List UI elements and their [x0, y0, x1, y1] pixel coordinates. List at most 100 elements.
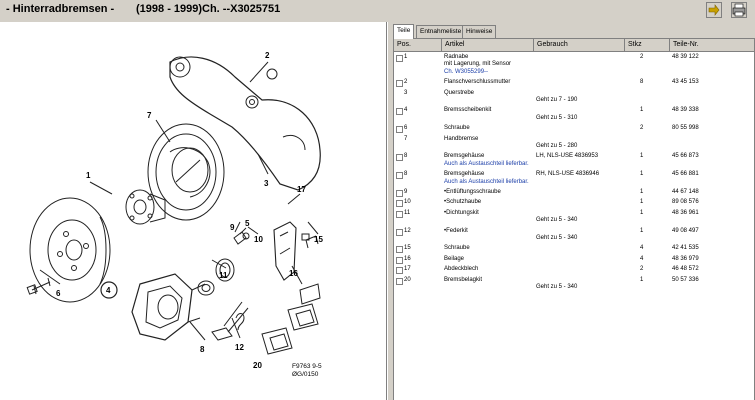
cell-teile-nr: 44 67 148 — [672, 188, 699, 195]
row-checkbox[interactable] — [396, 246, 403, 254]
cell-teile-nr: 48 36 979 — [672, 255, 699, 262]
callout-4: 4 — [106, 286, 111, 295]
cell-artikel: Handbremse — [444, 135, 479, 142]
tab-hinweise[interactable]: Hinweise — [462, 25, 497, 38]
cell-teile-nr: 42 41 535 — [672, 245, 699, 252]
cell-artikel: •Federkit — [444, 227, 468, 234]
cell-artikel: Bremsbelagkit — [444, 276, 483, 283]
cell-stk: 8 — [640, 79, 644, 86]
callout-16: 16 — [289, 269, 298, 278]
callout-1: 1 — [86, 171, 91, 180]
cell-artikel: Bremsgehäuse — [444, 153, 485, 160]
cell-pos: 9 — [404, 188, 408, 195]
row-checkbox[interactable] — [396, 267, 403, 275]
callout-15: 15 — [314, 235, 323, 244]
cell-artikel: Radnabe — [444, 54, 469, 60]
row-checkbox[interactable] — [396, 172, 403, 180]
row-checkbox[interactable] — [396, 80, 403, 88]
cell-artikel: Bremsgehäuse — [444, 171, 485, 178]
row-checkbox[interactable] — [396, 256, 403, 264]
cell-teile-nr: 46 48 572 — [672, 266, 699, 273]
callout-10: 10 — [254, 235, 263, 244]
cell-reference: Geht zu 5 - 340 — [536, 283, 578, 290]
cell-pos: 12 — [404, 227, 411, 234]
col-stk-header[interactable]: Stkz — [625, 39, 670, 51]
cell-teile-nr: 89 08 576 — [672, 199, 699, 206]
cell-artikel: •Dichtungskit — [444, 209, 479, 216]
row-checkbox[interactable] — [396, 126, 403, 134]
cell-stk: 4 — [640, 245, 644, 252]
pane-splitter[interactable] — [387, 22, 392, 400]
row-checkbox[interactable] — [396, 55, 403, 62]
row-checkbox[interactable] — [396, 189, 403, 197]
row-checkbox[interactable] — [396, 228, 403, 236]
callout-5: 5 — [245, 219, 250, 228]
header-bar: - Hinterradbremsen - (1998 - 1999) Ch. -… — [0, 0, 755, 23]
table-header: Pos. Artikel Gebrauch Stkz Teile-Nr. — [394, 39, 754, 52]
cell-pos: 8 — [404, 153, 408, 160]
cell-pos: 3 — [404, 89, 408, 96]
row-checkbox[interactable] — [396, 277, 403, 285]
cell-artikel: Schraube — [444, 245, 470, 252]
row-checkbox[interactable] — [396, 210, 403, 218]
cell-note: Ch. W3055299-- — [444, 68, 489, 75]
cell-artikel: Querstrebe — [444, 89, 475, 96]
col-gebrauch-header[interactable]: Gebrauch — [534, 39, 625, 51]
cell-artikel: Flanschverschlussmutter — [444, 79, 511, 86]
cell-stk: 1 — [640, 276, 644, 283]
cell-teile-nr: 80 55 998 — [672, 125, 699, 132]
cell-teile-nr: 48 39 122 — [672, 54, 699, 60]
cell-teile-nr: 45 66 881 — [672, 171, 699, 178]
cell-pos: 1 — [404, 54, 408, 60]
page-title: - Hinterradbremsen - — [6, 3, 115, 15]
cell-pos: 16 — [404, 255, 411, 262]
cell-reference: Geht zu 5 - 280 — [536, 142, 578, 149]
parts-panel: Teile Entnahmeliste Hinweise Pos. Artike… — [391, 22, 755, 400]
tab-strip: Teile Entnahmeliste Hinweise — [391, 24, 755, 39]
callout-7: 7 — [147, 111, 152, 120]
row-checkbox[interactable] — [396, 154, 403, 162]
cell-gebrauch: RH, NLS-USE 4836946 — [536, 171, 600, 178]
chassis-range: Ch. --X3025751 — [202, 3, 281, 15]
callout-6: 6 — [56, 289, 61, 298]
figure-number: F9763 9-5 — [292, 363, 322, 370]
col-nr-header[interactable]: Teile-Nr. — [673, 41, 699, 48]
row-checkbox[interactable] — [396, 108, 403, 116]
col-artikel-header[interactable]: Artikel — [442, 39, 534, 51]
tab-entnahmeliste[interactable]: Entnahmeliste — [416, 25, 466, 38]
cell-pos: 20 — [404, 276, 411, 283]
row-checkbox[interactable] — [396, 200, 403, 208]
brake-diagram-svg: 1 2 3 4 5 6 7 8 9 10 11 12 15 16 17 20 F… — [26, 51, 323, 378]
printer-icon[interactable] — [731, 2, 747, 18]
cell-stk: 1 — [640, 188, 644, 195]
cell-artikel: Schraube — [444, 125, 470, 132]
cell-artikel: Beilage — [444, 255, 465, 262]
arrow-right-icon[interactable] — [706, 2, 722, 18]
cell-reference: Geht zu 5 - 340 — [536, 217, 578, 224]
cell-stk: 2 — [640, 125, 644, 132]
cell-pos: 4 — [404, 107, 408, 114]
cell-stk: 1 — [640, 209, 644, 216]
cell-note: Auch als Austauschteil lieferbar. — [444, 160, 529, 167]
col-pos-header[interactable]: Pos. — [394, 39, 442, 51]
tab-teile[interactable]: Teile — [393, 24, 415, 39]
cell-pos: 17 — [404, 266, 411, 273]
